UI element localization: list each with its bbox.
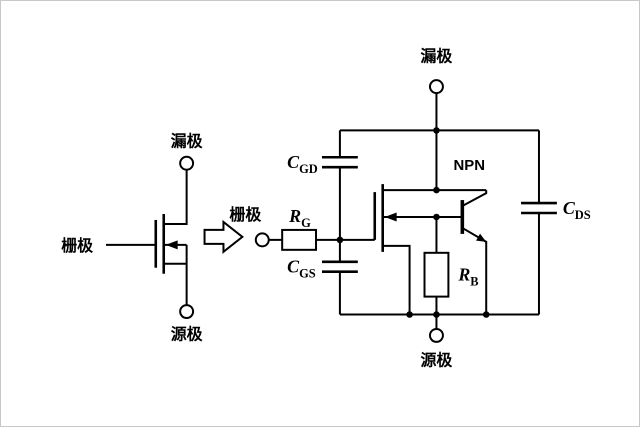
cgd-capacitor: [321, 155, 358, 169]
eq-source-label: 源极: [421, 350, 453, 369]
junction-dot: [433, 311, 440, 318]
left-mosfet-body-arrow-icon: [165, 240, 178, 250]
left-gate-label: 栅极: [61, 236, 93, 255]
cgd-label: CGD: [287, 152, 318, 176]
rb-resistor: [423, 251, 450, 298]
cgs-label: CGS: [287, 257, 316, 281]
eq-gate-label: 栅极: [229, 205, 261, 224]
cgs-capacitor: [321, 260, 358, 274]
equivalent-circuit-group: 漏极 CGD CGS CDS 栅极 RG NPN RB: [229, 47, 590, 370]
inner-mosfet-body-arrow-icon: [384, 212, 397, 222]
junction-dot: [336, 236, 344, 244]
rg-resistor: [281, 228, 318, 251]
junction-dot: [433, 213, 440, 221]
left-drain-terminal: [179, 155, 195, 171]
cds-label: CDS: [563, 198, 591, 222]
junction-dot: [406, 311, 413, 318]
left-mosfet-wires: [106, 169, 188, 306]
junction-dots: [336, 127, 490, 318]
mosfet-symbol-group: 漏极 栅极 源极: [61, 131, 202, 343]
rb-label: RB: [457, 265, 478, 289]
junction-dot: [433, 186, 440, 194]
npn-collector: [461, 190, 488, 207]
eq-drain-label: 漏极: [421, 47, 453, 66]
cds-capacitor: [521, 201, 557, 215]
eq-source-terminal: [428, 327, 444, 343]
junction-dot: [482, 311, 490, 318]
left-source-label: 源极: [171, 324, 203, 343]
transform-arrow-icon: [203, 219, 244, 254]
junction-dot: [433, 127, 440, 134]
left-source-terminal: [179, 304, 195, 320]
rg-label: RG: [288, 206, 311, 230]
left-drain-label: 漏极: [171, 131, 203, 150]
eq-gate-terminal: [254, 232, 270, 248]
eq-drain-terminal: [428, 79, 444, 95]
npn-label: NPN: [454, 157, 485, 174]
npn-emitter-arrow-icon: [476, 233, 487, 242]
